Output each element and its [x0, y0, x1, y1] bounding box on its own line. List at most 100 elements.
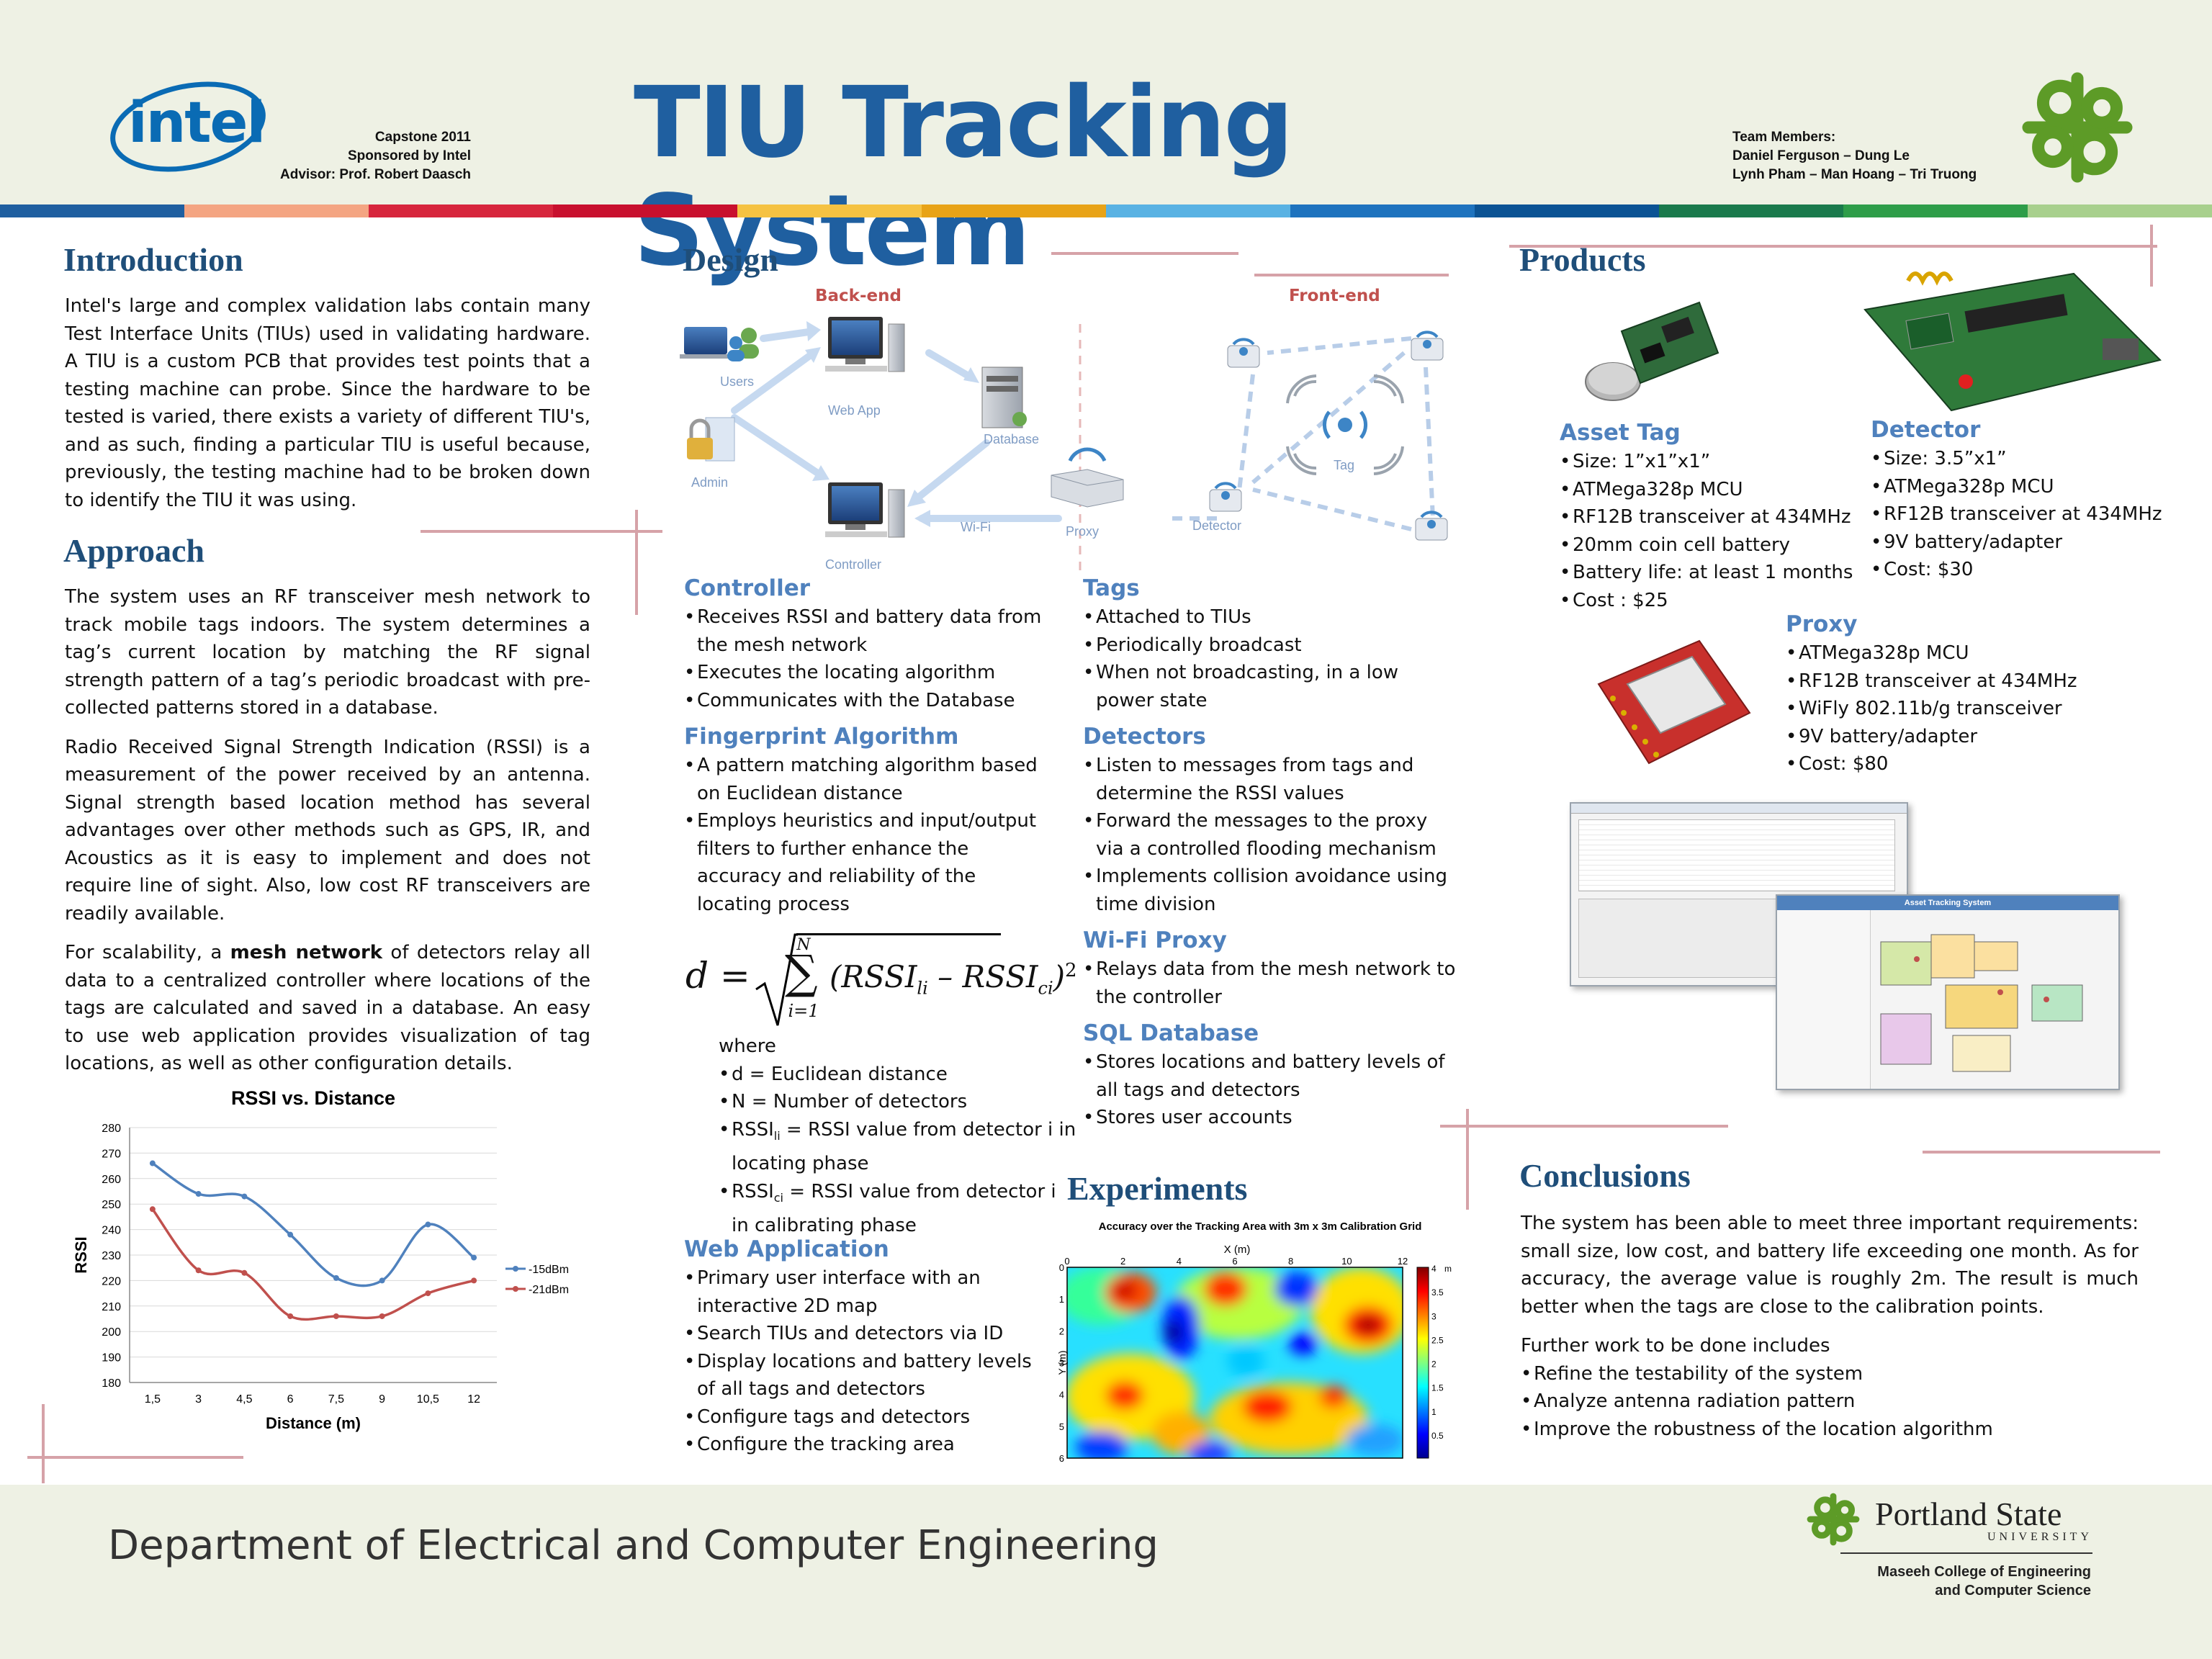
list-item: Stores locations and battery levels of a… — [1083, 1048, 1457, 1104]
experiments-heading: Experiments — [1067, 1170, 1248, 1207]
chart-title: RSSI vs. Distance — [231, 1087, 395, 1109]
colorbar-tick: 1.5 — [1431, 1383, 1444, 1393]
sum-upper-limit: N — [796, 936, 811, 954]
y-tick-label: 230 — [102, 1250, 121, 1262]
introduction-text: Intel's large and complex validation lab… — [65, 292, 590, 526]
formula-body: (RSSIli – RSSIci)2 — [830, 959, 1077, 999]
products-heading: Products — [1519, 241, 1646, 278]
further-work-label: Further work to be done includes — [1521, 1335, 1830, 1357]
web-app-screenshot: Asset Tracking System — [1776, 894, 2120, 1090]
detector-icon — [1411, 331, 1444, 361]
data-point — [333, 1313, 339, 1319]
college-name: Maseeh College of Engineering and Comput… — [1840, 1563, 2091, 1600]
y-tick-label: 190 — [102, 1352, 121, 1364]
asset-tag-heading: Asset Tag — [1560, 420, 1681, 446]
heatmap-x-tick: 6 — [1232, 1256, 1237, 1267]
formula-term-2: RSSI — [962, 959, 1038, 994]
heatmap-x-tick: 10 — [1341, 1256, 1352, 1267]
sqldb-list: Stores locations and battery levels of a… — [1083, 1048, 1457, 1132]
detector-label: Detector — [1192, 518, 1242, 533]
approach-paragraph-1: The system uses an RF transceiver mesh n… — [65, 586, 590, 719]
stripe-segment — [737, 204, 922, 217]
where-item: RSSIli = RSSI value from detector i in l… — [719, 1116, 1079, 1178]
heatmap-x-tick: 2 — [1120, 1256, 1125, 1267]
further-work-list: Refine the testability of the system Ana… — [1521, 1360, 2139, 1444]
approach-paragraph-3: For scalability, a mesh network of detec… — [65, 939, 590, 1078]
detector-icon — [1227, 338, 1260, 368]
page-title: TIU Tracking System — [634, 66, 1294, 288]
y-tick-label: 260 — [102, 1174, 121, 1186]
sigma-symbol: ∑ — [785, 946, 818, 999]
conclusions-text: The system has been able to meet three i… — [1521, 1210, 2139, 1443]
colorbar-tick: 4 — [1431, 1264, 1437, 1274]
data-point — [333, 1274, 339, 1281]
approach-heading: Approach — [63, 532, 204, 569]
capstone-year: Capstone 2011 — [374, 130, 471, 145]
heatmap-x-label: X (m) — [1224, 1244, 1251, 1256]
list-item: Size: 1”x1”x1” — [1560, 448, 1862, 476]
heatmap-y-tick: 2 — [1059, 1326, 1064, 1336]
stripe-segment — [1843, 204, 2028, 217]
colorbar-tick: 3 — [1431, 1311, 1437, 1321]
list-item: Relays data from the mesh network to the… — [1083, 956, 1457, 1011]
x-tick-label: 7,5 — [328, 1393, 344, 1406]
deco-line — [1254, 274, 1449, 276]
webapp-list: Primary user interface with an interacti… — [684, 1264, 1044, 1459]
heatmap-y-tick: 5 — [1059, 1421, 1064, 1432]
stripe-segment — [184, 204, 369, 217]
y-tick-label: 240 — [102, 1225, 121, 1237]
y-tick-label: 210 — [102, 1301, 121, 1313]
list-item: Implements collision avoidance using tim… — [1083, 863, 1457, 918]
psu-name: Portland State — [1875, 1496, 2062, 1532]
x-tick-label: 10,5 — [417, 1393, 439, 1406]
asset-tag-image — [1585, 301, 1719, 401]
heatmap-x-tick: 12 — [1398, 1256, 1408, 1267]
data-point — [379, 1277, 385, 1284]
list-item: ATMega328p MCU — [1560, 476, 1862, 504]
webapp-heading: Web Application — [684, 1236, 889, 1262]
users-icon — [680, 327, 759, 361]
wifi-label: Wi-Fi — [961, 520, 991, 534]
psu-knot-icon — [2022, 72, 2133, 183]
detector-icon — [1209, 482, 1242, 512]
formula-minus: – — [938, 959, 953, 994]
introduction-paragraph: Intel's large and complex validation lab… — [65, 295, 590, 511]
accuracy-heatmap-svg: Accuracy over the Tracking Area with 3m … — [1056, 1220, 1452, 1464]
list-item: 20mm coin cell battery — [1560, 531, 1862, 559]
list-item: Primary user interface with an interacti… — [684, 1264, 1044, 1320]
stripe-segment — [0, 204, 184, 217]
heatmap-y-tick: 4 — [1059, 1390, 1064, 1401]
team-line-2: Lynh Pham – Man Hoang – Tri Truong — [1732, 167, 1977, 182]
x-axis-label: Distance (m) — [266, 1414, 361, 1432]
sqldb-heading: SQL Database — [1083, 1020, 1259, 1046]
detector-image — [1863, 271, 2162, 412]
data-point — [195, 1267, 202, 1274]
controller-heading: Controller — [684, 575, 811, 601]
proxy-label: Proxy — [1066, 524, 1100, 539]
proxy-heading: Proxy — [1786, 611, 1858, 637]
team-label: Team Members: — [1732, 130, 1836, 145]
list-item: RF12B transceiver at 434MHz — [1786, 667, 2088, 696]
heatmap-y-tick: 0 — [1059, 1262, 1064, 1273]
conclusions-paragraph: The system has been able to meet three i… — [1521, 1213, 2139, 1318]
list-item: WiFly 802.11b/g transceiver — [1786, 695, 2088, 723]
where-item: N = Number of detectors — [719, 1088, 1079, 1116]
detector-icon — [1415, 511, 1448, 541]
webapp-label: Web App — [828, 403, 881, 418]
sqrt-sign — [755, 933, 798, 1026]
formula-where-block: where d = Euclidean distanceN = Number o… — [719, 1033, 1079, 1240]
stripe-segment — [1475, 204, 1659, 217]
capstone-info: Capstone 2011 Sponsored by Intel Advisor… — [216, 128, 471, 184]
data-point — [425, 1221, 431, 1228]
floor-map — [1880, 934, 2083, 1072]
mesh-network-term: mesh network — [230, 942, 383, 963]
list-item: Periodically broadcast — [1083, 631, 1457, 660]
detectors-heading: Detectors — [1083, 724, 1206, 750]
architecture-diagram: Users Admin Web App Database Controller … — [677, 310, 1455, 583]
deco-line — [635, 510, 638, 615]
sum-lower-limit: i=1 — [788, 1001, 819, 1021]
webapp-computer-icon — [825, 317, 905, 372]
x-tick-label: 9 — [379, 1393, 385, 1406]
formula-sub-2: ci — [1038, 978, 1053, 999]
